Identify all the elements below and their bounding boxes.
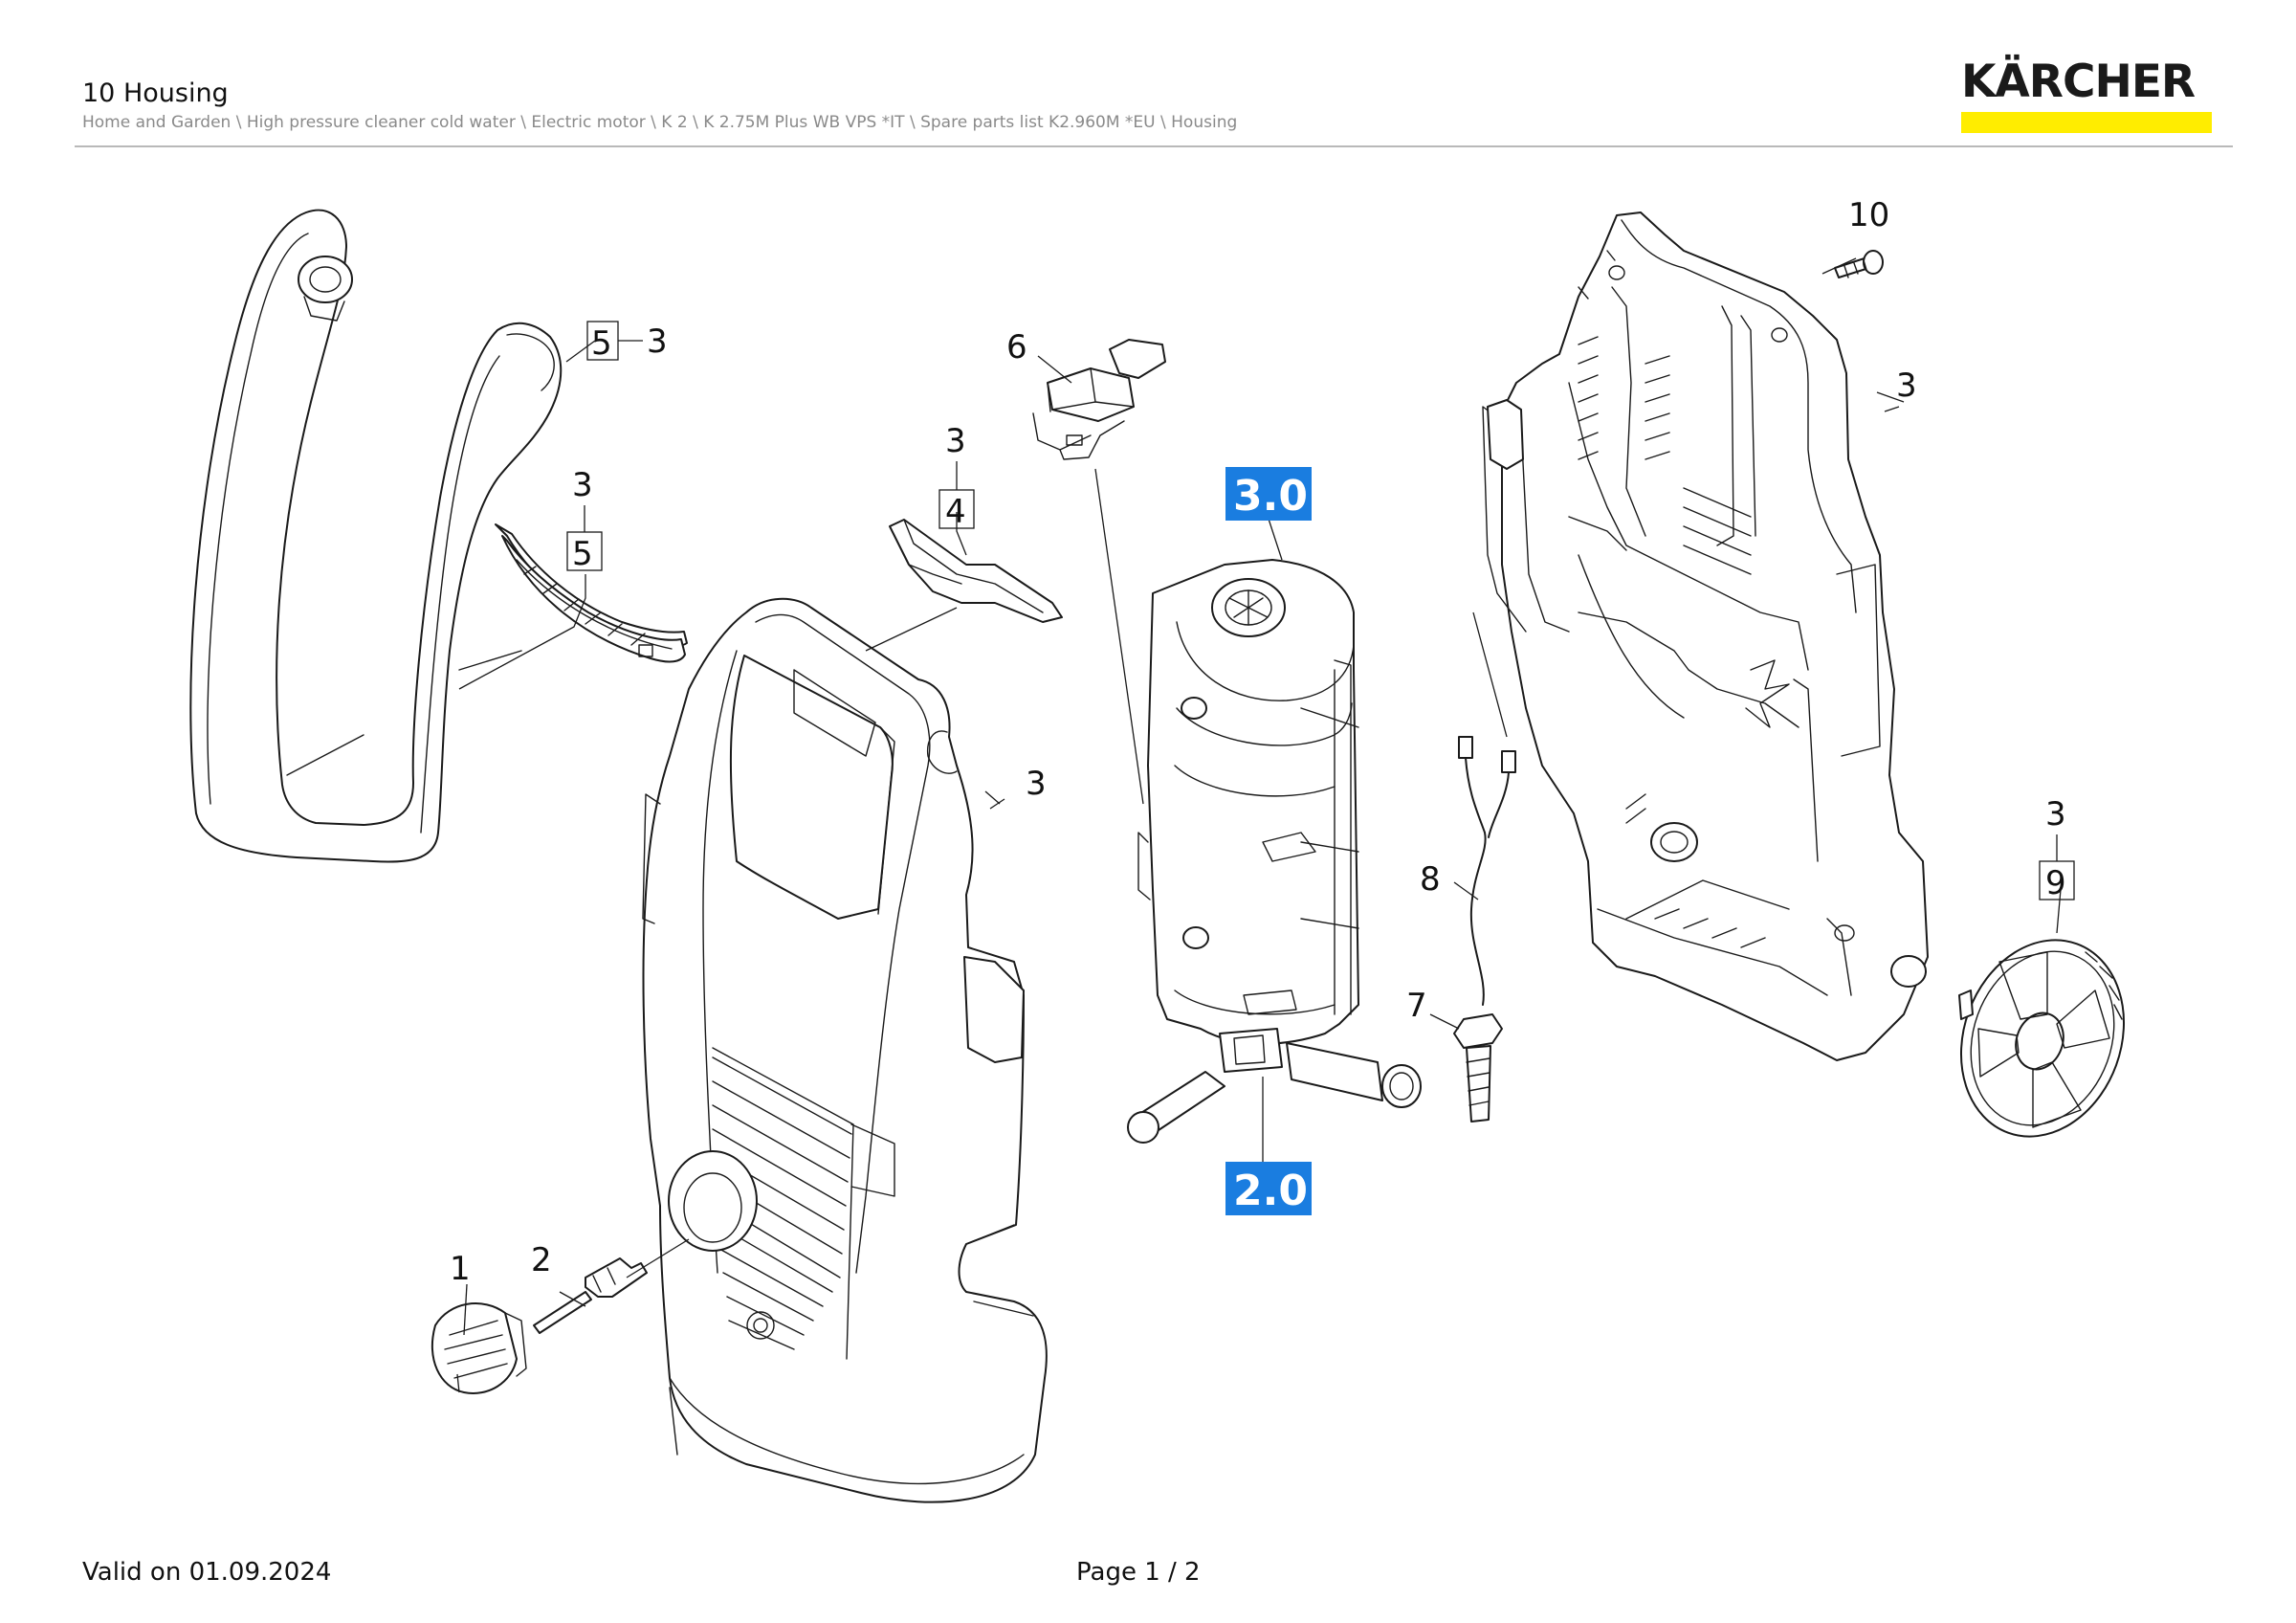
header-divider <box>75 145 2233 147</box>
part-wheel[interactable] <box>1934 917 2151 1159</box>
callout-3-grille: 3 <box>572 466 593 504</box>
page-title: 10 Housing <box>82 78 229 108</box>
part-grommet[interactable] <box>1453 1013 1503 1123</box>
page-number: Page 1 / 2 <box>1076 1558 1201 1587</box>
callout-1: 1 <box>450 1250 471 1288</box>
part-rear-housing[interactable] <box>1482 211 1929 1061</box>
part-knob[interactable] <box>430 1302 527 1394</box>
callout-3-wheel: 3 <box>2045 795 2066 834</box>
callout-2: 2 <box>531 1241 552 1279</box>
breadcrumb[interactable]: Home and Garden \ High pressure cleaner … <box>82 113 1238 132</box>
part-front-housing[interactable] <box>642 597 1048 1503</box>
assembly-ref-motor[interactable]: 3.0 <box>1225 467 1312 521</box>
part-valve-stem[interactable] <box>533 1257 648 1334</box>
brand-logo: KÄRCHER <box>1961 59 2214 133</box>
part-grille[interactable] <box>495 523 688 663</box>
part-cable[interactable] <box>1458 736 1516 1006</box>
callout-7: 7 <box>1406 987 1427 1025</box>
assembly-ref-pump[interactable]: 2.0 <box>1225 1162 1312 1215</box>
callout-6: 6 <box>1006 328 1027 367</box>
leader-lines <box>456 257 2063 1393</box>
part-handle[interactable] <box>189 209 563 863</box>
callout-3-handle: 3 <box>647 322 668 361</box>
callout-10: 10 <box>1848 196 1889 234</box>
part-screw[interactable] <box>1834 250 1884 278</box>
part-motor-pump-assembly[interactable] <box>1127 559 1422 1144</box>
valid-date: Valid on 01.09.2024 <box>82 1558 332 1587</box>
callout-4-cover: 4 <box>945 493 966 531</box>
callout-5-grille: 5 <box>572 535 593 573</box>
part-top-cover[interactable] <box>889 519 1063 623</box>
part-bracket[interactable] <box>1032 339 1166 460</box>
callout-5-handle: 5 <box>591 324 612 363</box>
brand-logo-text: KÄRCHER <box>1961 56 2196 108</box>
callout-3-cover: 3 <box>945 422 966 460</box>
assembly-ref-motor-label: 3.0 <box>1233 472 1308 521</box>
callout-9-wheel: 9 <box>2045 864 2066 902</box>
callout-3-back: 3 <box>1896 367 1917 405</box>
assembly-ref-pump-label: 2.0 <box>1233 1167 1308 1215</box>
callout-8: 8 <box>1420 860 1441 899</box>
callout-3-front: 3 <box>1026 765 1047 803</box>
brand-logo-bar <box>1961 112 2212 133</box>
callout-labels: 1 2 5 3 3 5 3 4 6 3 10 3 8 7 3 9 <box>450 196 2075 1288</box>
